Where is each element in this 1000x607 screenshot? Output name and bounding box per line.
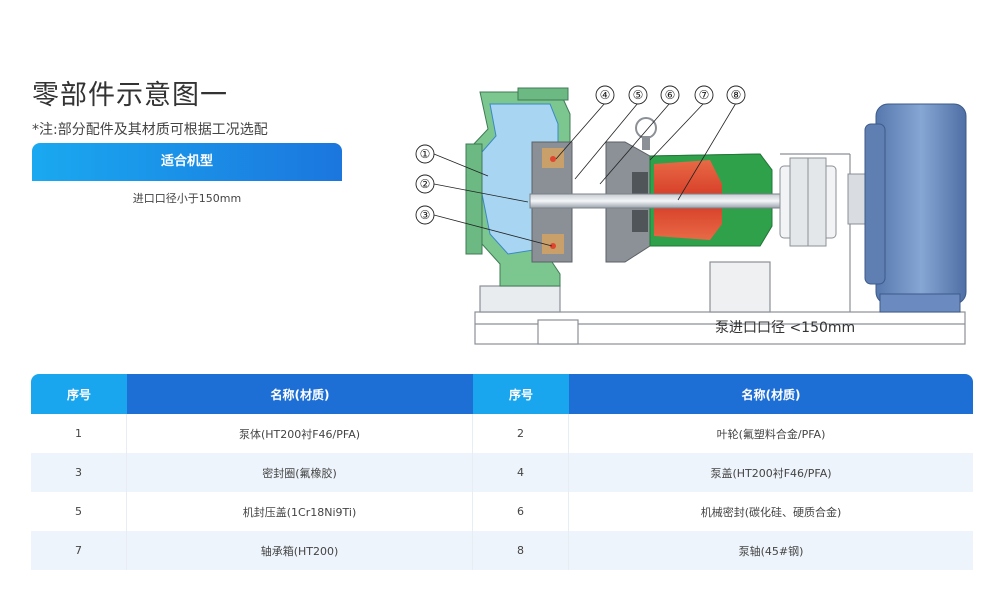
cell-name: 密封圈(氟橡胶) — [127, 453, 473, 492]
table-row: 3 密封圈(氟橡胶) 4 泵盖(HT200衬F46/PFA) — [31, 453, 973, 492]
header-no-1: 序号 — [31, 374, 127, 414]
svg-text:⑧: ⑧ — [731, 88, 742, 102]
callout-6: ⑥ — [660, 85, 680, 105]
header-no-2: 序号 — [473, 374, 569, 414]
callout-1: ① — [415, 144, 435, 164]
callout-5: ⑤ — [628, 85, 648, 105]
svg-text:⑥: ⑥ — [665, 88, 676, 102]
suitable-model-value: 进口口径小于150mm — [32, 181, 342, 217]
cell-no: 7 — [31, 531, 127, 570]
svg-text:⑦: ⑦ — [699, 88, 710, 102]
cell-no: 1 — [31, 414, 127, 453]
note-text: *注:部分配件及其材质可根据工况选配 — [32, 122, 268, 138]
callout-2: ② — [415, 174, 435, 194]
cell-no: 6 — [473, 492, 569, 531]
suitable-model-card: 适合机型 进口口径小于150mm — [32, 143, 342, 217]
cell-name: 轴承箱(HT200) — [127, 531, 473, 570]
cell-no: 4 — [473, 453, 569, 492]
page-title: 零部件示意图一 — [32, 80, 228, 111]
table-header-row: 序号 名称(材质) 序号 名称(材质) — [31, 374, 973, 414]
diagram-caption: 泵进口口径 <150mm — [715, 320, 855, 336]
table-row: 1 泵体(HT200衬F46/PFA) 2 叶轮(氟塑料合金/PFA) — [31, 414, 973, 453]
table-row: 7 轴承箱(HT200) 8 泵轴(45#钢) — [31, 531, 973, 570]
leader-lines — [433, 102, 737, 247]
cell-no: 2 — [473, 414, 569, 453]
cell-name: 泵体(HT200衬F46/PFA) — [127, 414, 473, 453]
cell-no: 5 — [31, 492, 127, 531]
svg-text:⑤: ⑤ — [633, 88, 644, 102]
cell-name: 泵轴(45#钢) — [569, 531, 973, 570]
callout-3: ③ — [415, 205, 435, 225]
callout-7: ⑦ — [694, 85, 714, 105]
bearing-housing — [605, 117, 773, 263]
svg-text:④: ④ — [600, 88, 611, 102]
parts-table: 序号 名称(材质) 序号 名称(材质) 1 泵体(HT200衬F46/PFA) … — [31, 374, 973, 570]
callout-8: ⑧ — [726, 85, 746, 105]
header-name-2: 名称(材质) — [569, 374, 973, 414]
svg-text:③: ③ — [420, 208, 431, 222]
coupling — [779, 157, 837, 247]
svg-text:①: ① — [420, 147, 431, 161]
base-frame — [474, 153, 966, 345]
cell-name: 叶轮(氟塑料合金/PFA) — [569, 414, 973, 453]
table-row: 5 机封压盖(1Cr18Ni9Ti) 6 机械密封(碳化硅、硬质合金) — [31, 492, 973, 531]
cell-no: 8 — [473, 531, 569, 570]
header-name-1: 名称(材质) — [127, 374, 473, 414]
suitable-model-header: 适合机型 — [32, 143, 342, 181]
cell-name: 机械密封(碳化硅、硬质合金) — [569, 492, 973, 531]
callout-4: ④ — [595, 85, 615, 105]
pump-diagram: ① ② ③ ④ ⑤ ⑥ ⑦ ⑧ 泵进口口径 <150mm — [415, 85, 967, 345]
cell-name: 泵盖(HT200衬F46/PFA) — [569, 453, 973, 492]
motor — [847, 103, 967, 313]
cell-no: 3 — [31, 453, 127, 492]
cell-name: 机封压盖(1Cr18Ni9Ti) — [127, 492, 473, 531]
svg-text:②: ② — [420, 177, 431, 191]
pump-shaft — [529, 193, 821, 209]
